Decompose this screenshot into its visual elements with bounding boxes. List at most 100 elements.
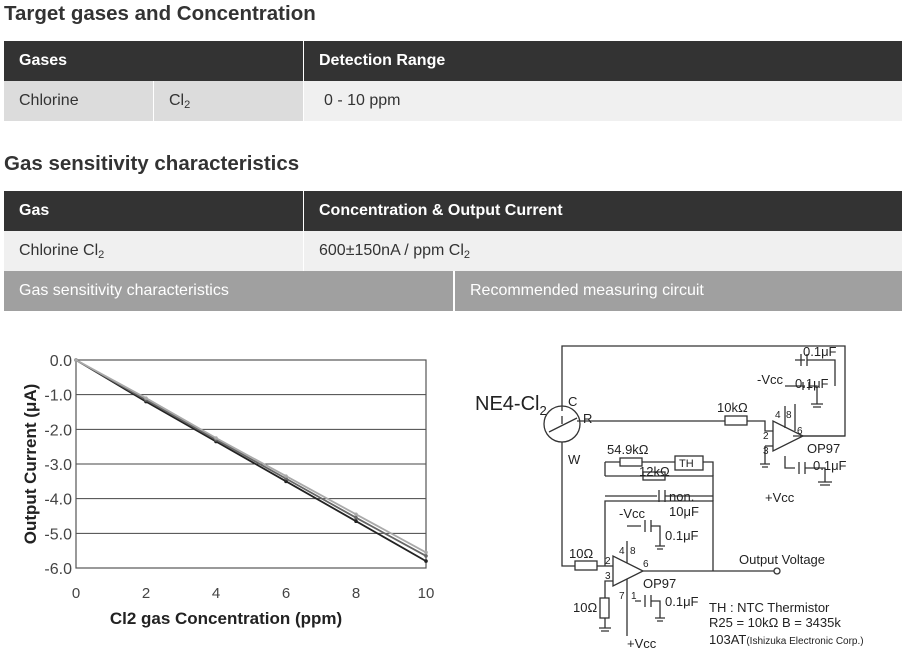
- x-tick-labels: 0 2 4 6 8 10: [72, 585, 435, 602]
- measuring-circuit: NE4-Cl2 C R W 10kΩ -Vcc 0.1μF 0.1μF 4 8 …: [475, 344, 864, 651]
- pin6b-label: 6: [643, 559, 649, 570]
- x-tick-label: 10: [418, 585, 435, 602]
- cap-01u-e-label: 0.1μF: [665, 594, 699, 609]
- table-header: Gas Concentration & Output Current: [4, 191, 902, 231]
- gas-text: Chlorine Cl: [19, 242, 99, 259]
- series-line: [75, 359, 427, 562]
- resistor-10-a-label: 10Ω: [569, 546, 593, 561]
- cap-01u-a-label: 0.1μF: [803, 344, 837, 359]
- vcc-minus-bottom-label: -Vcc: [619, 506, 646, 521]
- pin2-label: 2: [763, 431, 769, 442]
- resistor-10-b-label: 10Ω: [573, 600, 597, 615]
- subheader-circuit: Recommended measuring circuit: [453, 271, 902, 311]
- x-tick-label: 6: [282, 585, 290, 602]
- op-top-label: OP97: [807, 441, 840, 456]
- pin7b-label: 7: [619, 591, 625, 602]
- y-tick-label: -6.0: [44, 561, 72, 578]
- pin3b-label: 3: [605, 571, 611, 582]
- pin-w-label: W: [568, 452, 581, 467]
- data-point: [424, 559, 428, 563]
- formula-subscript: 2: [184, 99, 191, 111]
- header-concentration-output: Concentration & Output Current: [303, 191, 902, 231]
- data-point: [74, 358, 78, 362]
- data-point: [424, 550, 428, 555]
- cap-01u-d-label: 0.1μF: [665, 528, 699, 543]
- x-axis-label: Cl2 gas Concentration (ppm): [110, 609, 342, 628]
- circuit-labels: NE4-Cl2 C R W 10kΩ -Vcc 0.1μF 0.1μF 4 8 …: [475, 344, 864, 651]
- pin1b-label: 1: [631, 591, 637, 602]
- header-gas: Gas: [4, 191, 303, 231]
- data-point: [424, 554, 428, 558]
- vcc-plus-bottom-label: +Vcc: [627, 636, 657, 651]
- note-part: 103AT(Ishizuka Electronic Corp.): [709, 632, 864, 647]
- chart-series: [74, 358, 428, 563]
- circuit-wires: [543, 345, 846, 636]
- pin6-label: 6: [797, 426, 803, 437]
- y-tick-label: -5.0: [44, 526, 72, 543]
- data-point: [144, 396, 148, 400]
- cap-10u-label: 10μF: [669, 504, 699, 519]
- formula-text: Cl: [169, 92, 185, 109]
- resistor-10k-label: 10kΩ: [717, 400, 748, 415]
- data-point: [284, 474, 288, 478]
- series-line: [75, 359, 427, 557]
- series-line: [75, 359, 427, 554]
- pin8b-label: 8: [630, 546, 636, 557]
- note-r25: R25 = 10kΩ B = 3435k: [709, 615, 841, 630]
- x-tick-label: 4: [212, 585, 220, 602]
- section1-title: Target gases and Concentration: [4, 2, 316, 25]
- pin8-label: 8: [786, 410, 792, 421]
- cell-range: 0 - 10 ppm: [303, 81, 902, 121]
- x-tick-label: 0: [72, 585, 80, 602]
- pin2b-label: 2: [605, 556, 611, 567]
- cap-01u-c-label: 0.1μF: [813, 458, 847, 473]
- x-tick-label: 2: [142, 585, 150, 602]
- vcc-minus-top-label: -Vcc: [757, 372, 784, 387]
- thermistor-label: TH: [679, 458, 694, 470]
- y-tick-label: 0.0: [50, 353, 72, 370]
- y-tick-label: -1.0: [44, 388, 72, 405]
- data-point: [354, 515, 358, 520]
- pin3-label: 3: [763, 446, 769, 457]
- resistor-12k-label: 12kΩ: [639, 464, 670, 479]
- sensor-label: NE4-Cl2: [475, 393, 547, 418]
- gas-subscript: 2: [98, 249, 105, 261]
- header-gases: Gases: [4, 41, 303, 81]
- output-voltage-label: Output Voltage: [739, 552, 825, 567]
- data-point: [214, 436, 218, 440]
- cap-01u-b-label: 0.1μF: [795, 376, 829, 391]
- data-point: [284, 479, 288, 484]
- pin-c-label: C: [568, 394, 577, 409]
- pin-r-label: R: [583, 411, 592, 426]
- pin4b-label: 4: [619, 546, 625, 557]
- subheader-sensitivity: Gas sensitivity characteristics: [4, 271, 453, 311]
- y-axis-label: Output Current (μA): [21, 384, 40, 545]
- vcc-plus-top-label: +Vcc: [765, 490, 795, 505]
- x-tick-label: 8: [352, 585, 360, 602]
- cell-gas-name: Chlorine: [4, 81, 153, 121]
- section2-title: Gas sensitivity characteristics: [4, 152, 300, 175]
- op-bottom-label: OP97: [643, 576, 676, 591]
- y-tick-labels: 0.0 -1.0 -2.0 -3.0 -4.0 -5.0 -6.0: [44, 353, 72, 578]
- y-tick-label: -4.0: [44, 492, 72, 509]
- sensitivity-chart: 0.0 -1.0 -2.0 -3.0 -4.0 -5.0 -6.0 0 2 4 6 8 10 Cl2 …: [21, 353, 435, 628]
- y-tick-label: -2.0: [44, 422, 72, 439]
- pin4-label: 4: [775, 410, 781, 421]
- resistor-549k-label: 54.9kΩ: [607, 442, 649, 457]
- table-header: Gases Detection Range: [4, 41, 902, 81]
- note-thermistor: TH : NTC Thermistor: [709, 600, 830, 615]
- non-label: non.: [669, 489, 694, 504]
- plot-frame: [75, 359, 427, 569]
- subheader-row: Gas sensitivity characteristics Recommen…: [4, 271, 902, 311]
- value-text: 600±150nA / ppm Cl: [319, 242, 464, 259]
- y-tick-label: -3.0: [44, 457, 72, 474]
- header-detection-range: Detection Range: [303, 41, 902, 81]
- value-subscript: 2: [463, 249, 470, 261]
- data-point: [354, 519, 358, 523]
- data-point: [354, 512, 358, 517]
